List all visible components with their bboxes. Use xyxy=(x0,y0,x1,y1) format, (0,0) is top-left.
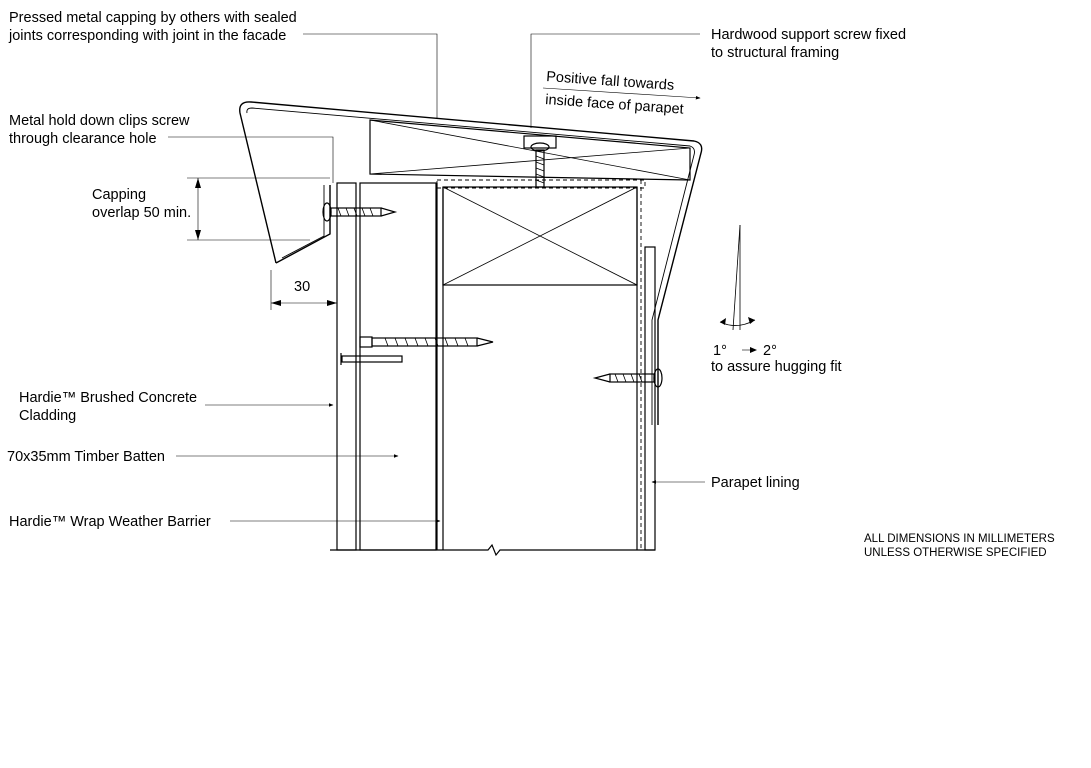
fall-arrow xyxy=(542,87,701,100)
batten-label: 70x35mm Timber Batten xyxy=(7,449,165,465)
base-break-line xyxy=(330,543,655,557)
cladding-fixing xyxy=(340,353,403,365)
batten-nail xyxy=(359,336,494,348)
angle-symbol xyxy=(719,224,757,353)
support-screw xyxy=(523,135,557,188)
dim-30-label: 30 xyxy=(294,279,310,295)
leader-lines xyxy=(168,33,705,523)
wrap-label: Hardie™ Wrap Weather Barrier xyxy=(9,514,211,530)
angle-2-label: 2° xyxy=(763,343,777,359)
metal-capping xyxy=(239,101,703,425)
structural-framing xyxy=(436,179,646,550)
hardwood-support xyxy=(369,119,691,181)
clips-label-line2: through clearance hole xyxy=(9,131,157,147)
dimensions-note-line1: ALL DIMENSIONS IN MILLIMETERS xyxy=(864,533,1055,545)
hardwood-label-line2: to structural framing xyxy=(711,45,839,61)
angle-1-label: 1° xyxy=(713,343,727,359)
fall-label-line1: Positive fall towards xyxy=(546,69,675,94)
dim-30-dimension xyxy=(270,270,337,310)
clips-label-line1: Metal hold down clips screw xyxy=(9,113,190,129)
overlap-label-line2: overlap 50 min. xyxy=(92,205,191,221)
parapet-lining xyxy=(644,246,656,551)
hugging-label: to assure hugging fit xyxy=(711,359,842,375)
clip-screw xyxy=(322,202,398,222)
capping-label-line1: Pressed metal capping by others with sea… xyxy=(9,10,297,26)
timber-batten xyxy=(359,182,437,551)
cladding-panel xyxy=(336,182,357,551)
overlap-label-line1: Capping xyxy=(92,187,146,203)
cladding-label-line2: Cladding xyxy=(19,408,76,424)
lining-screw xyxy=(592,368,663,388)
hardwood-label-line1: Hardwood support screw fixed xyxy=(711,27,906,43)
cladding-label-line1: Hardie™ Brushed Concrete xyxy=(19,390,197,406)
parapet-lining-label: Parapet lining xyxy=(711,475,800,491)
capping-label-line2: joints corresponding with joint in the f… xyxy=(8,28,286,44)
dimensions-note-line2: UNLESS OTHERWISE SPECIFIED xyxy=(864,547,1047,559)
overlap-dimension xyxy=(187,177,330,241)
